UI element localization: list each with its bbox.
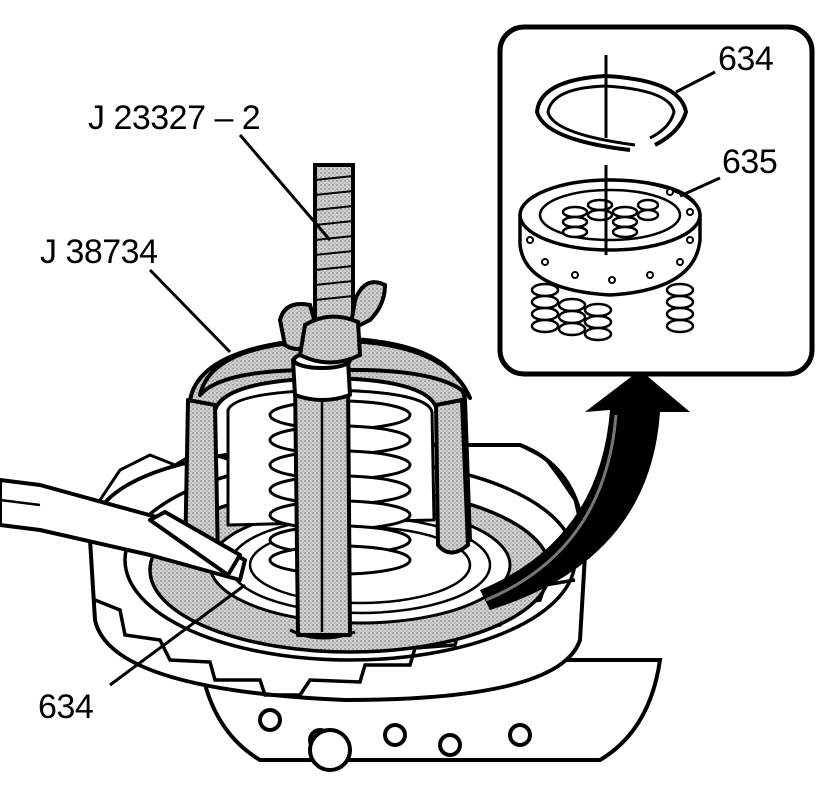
screwdriver xyxy=(0,478,247,582)
spring-plate-detail xyxy=(518,165,721,342)
snap-ring-detail xyxy=(534,55,716,152)
callout-spring-assembly: 635 xyxy=(722,143,778,181)
callout-ring-inset: 634 xyxy=(718,40,774,78)
forcing-screw xyxy=(277,163,388,365)
spring-compressor-tool xyxy=(183,336,472,640)
curved-arrow-icon xyxy=(480,370,690,610)
callout-tool-screw: J 23327 – 2 xyxy=(88,99,261,137)
callout-tool-compressor: J 38734 xyxy=(40,233,158,271)
inset-detail xyxy=(497,24,815,377)
leader-lines xyxy=(109,134,332,687)
callout-ring-main: 634 xyxy=(38,688,94,726)
